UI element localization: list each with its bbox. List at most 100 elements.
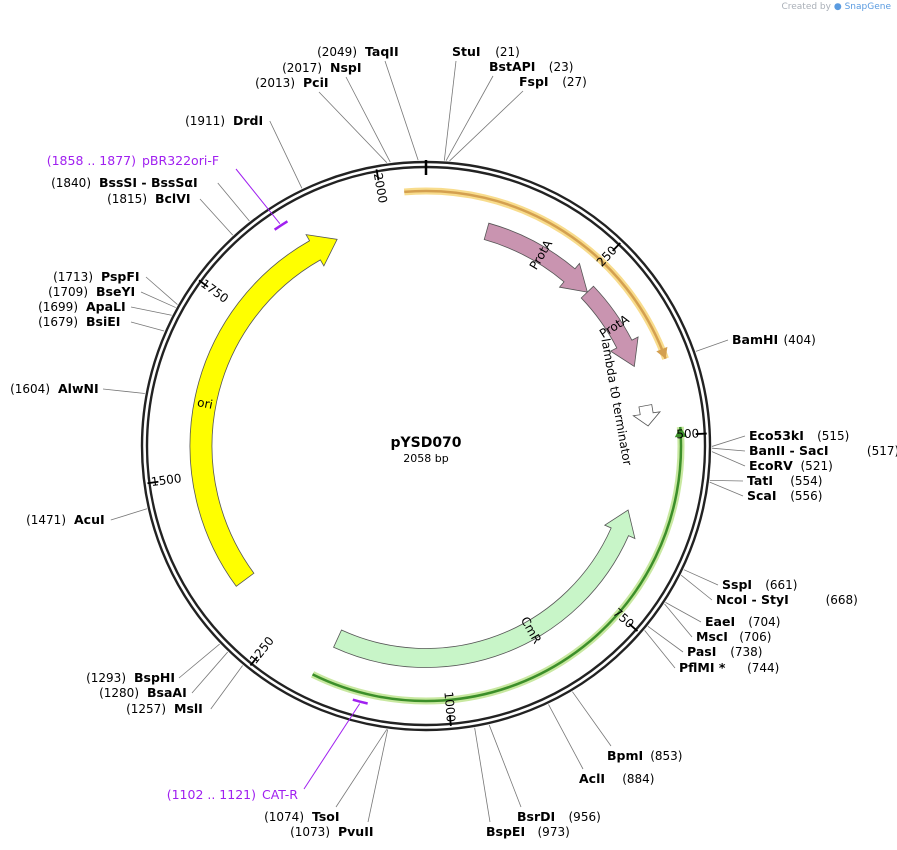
site-bclvi: (1815)BclVI: [107, 191, 234, 236]
site-pos-pspfi: (1713): [53, 270, 93, 284]
site-name-bpmi: BpmI: [607, 748, 643, 763]
feature-lambda-t0: [632, 404, 662, 427]
site-leader-pspfi: [145, 276, 178, 305]
site-acui: (1471)AcuI: [26, 508, 148, 527]
site-name-eco53ki: Eco53kI: [749, 428, 804, 443]
site-leader-taqii: [384, 60, 419, 161]
site-name-tsoi: TsoI: [312, 809, 340, 824]
snapgene-credit: Created by ● SnapGene: [781, 2, 891, 12]
site-name-scai: ScaI: [747, 488, 777, 503]
primers-layer: (1858 .. 1877)pBR322ori-F (1102 .. 1121)C…: [47, 153, 368, 802]
site-bpmi: BpmI(853): [572, 691, 682, 763]
primer-bar-pbr322ori-f: [273, 220, 289, 231]
site-leader-ecorv: [711, 451, 746, 467]
credit-brand: SnapGene: [844, 2, 891, 12]
site-alwni: (1604)AlwNI: [10, 381, 145, 396]
site-leader-apali: [130, 306, 172, 316]
site-eaei: EaeI(704): [665, 602, 780, 629]
site-name-ncoi: NcoI - StyI: [716, 592, 789, 607]
site-leader-bspei: [474, 727, 491, 823]
site-sspi: SspI(661): [683, 569, 797, 592]
site-bsssi: (1840)BssSI - BssSαI: [51, 175, 250, 222]
site-pos-msci: (706): [739, 630, 771, 644]
site-pasi: PasI(738): [647, 626, 762, 659]
site-name-banii: BanII - SacI: [749, 443, 829, 458]
site-scai: ScaI(556): [709, 481, 822, 503]
site-leader-drdi: [269, 120, 303, 189]
site-leader-bsssi: [217, 182, 250, 222]
tick-mark-1250: [249, 656, 259, 666]
site-pos-bclvi: (1815): [107, 192, 147, 206]
site-pos-apali: (1699): [38, 300, 78, 314]
feature-cmr: [333, 509, 636, 668]
tick-mark-250: [611, 242, 621, 252]
site-name-msii: MslI: [174, 701, 203, 716]
site-name-taqii: TaqII: [365, 44, 399, 59]
site-name-eaei: EaeI: [705, 614, 735, 629]
site-pos-bspei: (973): [538, 825, 570, 839]
tick-label-500: 500: [676, 426, 699, 441]
site-leader-alwni: [102, 388, 145, 394]
tick-mark-1500: [147, 480, 159, 485]
tick-label-1250: 1250: [247, 634, 277, 667]
site-bsiei: (1679)BsiEI: [38, 314, 165, 332]
site-name-bseyi: BseYI: [96, 284, 135, 299]
primer-pbr322ori-f: (1858 .. 1877)pBR322ori-F: [47, 153, 289, 231]
sites-layer: (2049)TaqII(2017)NspI(2013)PciI(1911)Drd…: [10, 44, 897, 839]
site-name-drdi: DrdI: [233, 113, 263, 128]
feature-ori: [189, 234, 338, 587]
primer-name-pbr322ori-f: pBR322ori-F: [142, 153, 219, 168]
site-name-bsaai: BsaAI: [147, 685, 187, 700]
site-tati: TatI(554): [709, 473, 822, 488]
site-pos-bsssi: (1840): [51, 176, 91, 190]
site-nspi: (2017)NspI: [282, 60, 391, 163]
site-fspi: FspI(27): [449, 74, 587, 162]
green-arrowhead: [674, 426, 687, 438]
site-name-msci: MscI: [696, 629, 728, 644]
site-leader-bpmi: [572, 691, 612, 747]
site-leader-tsoi: [335, 729, 388, 808]
site-pos-tati: (554): [790, 474, 822, 488]
site-name-bspei: BspEI: [486, 824, 525, 839]
site-pos-pvuii: (1073): [290, 825, 330, 839]
tick-mark-1000: [448, 714, 452, 726]
site-pos-bsaai: (1280): [99, 686, 139, 700]
site-leader-pflmi: [644, 630, 676, 669]
site-name-acli: AclI: [579, 771, 605, 786]
plasmid-name: pYSD070: [390, 435, 461, 451]
site-name-bsphi: BspHI: [134, 670, 175, 685]
feature-prota-2: [580, 285, 639, 368]
site-stui: StuI(21): [443, 44, 520, 161]
site-bsrdi: BsrDI(956): [488, 724, 601, 824]
snapgene-logo-icon: ●: [833, 2, 842, 12]
site-leader-sspi: [683, 569, 719, 586]
site-msci: MscI (706): [664, 603, 771, 644]
site-name-pspfi: PspFI: [101, 269, 140, 284]
site-pos-taqii: (2049): [317, 45, 357, 59]
site-leader-fspi: [449, 90, 524, 162]
tick-label-1000: 1000: [441, 691, 458, 723]
feature-label-ori: ori: [196, 395, 214, 412]
site-pos-ncoi: (668): [826, 593, 858, 607]
site-name-nspi: NspI: [330, 60, 362, 75]
tick-label-1500: 1500: [150, 471, 182, 489]
site-leader-banii: [711, 447, 746, 452]
site-name-bstapi: BstAPI: [489, 59, 535, 74]
site-leader-eaei: [665, 602, 702, 623]
site-taqii: (2049) TaqII: [317, 44, 419, 161]
site-drdi: (1911) DrdI: [185, 113, 303, 189]
site-bamhi: BamHI(404): [695, 332, 816, 352]
site-name-acui: AcuI: [74, 512, 105, 527]
site-leader-bsaai: [191, 651, 228, 694]
site-pvuii: (1073)PvuII: [290, 729, 389, 839]
site-pos-pflmi: (744): [747, 661, 779, 675]
primer-cat-r: (1102 .. 1121)CAT-R: [167, 698, 368, 802]
site-leader-pcii: [318, 91, 388, 163]
site-pos-drdi: (1911): [185, 114, 225, 128]
site-leader-bamhi: [695, 339, 729, 352]
site-bsphi: (1293)BspHI: [86, 643, 220, 685]
site-eco53ki: Eco53kI(515): [711, 428, 849, 447]
site-leader-stui: [443, 60, 457, 161]
site-leader-bsphi: [178, 643, 220, 679]
site-name-pcii: PciI: [303, 75, 329, 90]
